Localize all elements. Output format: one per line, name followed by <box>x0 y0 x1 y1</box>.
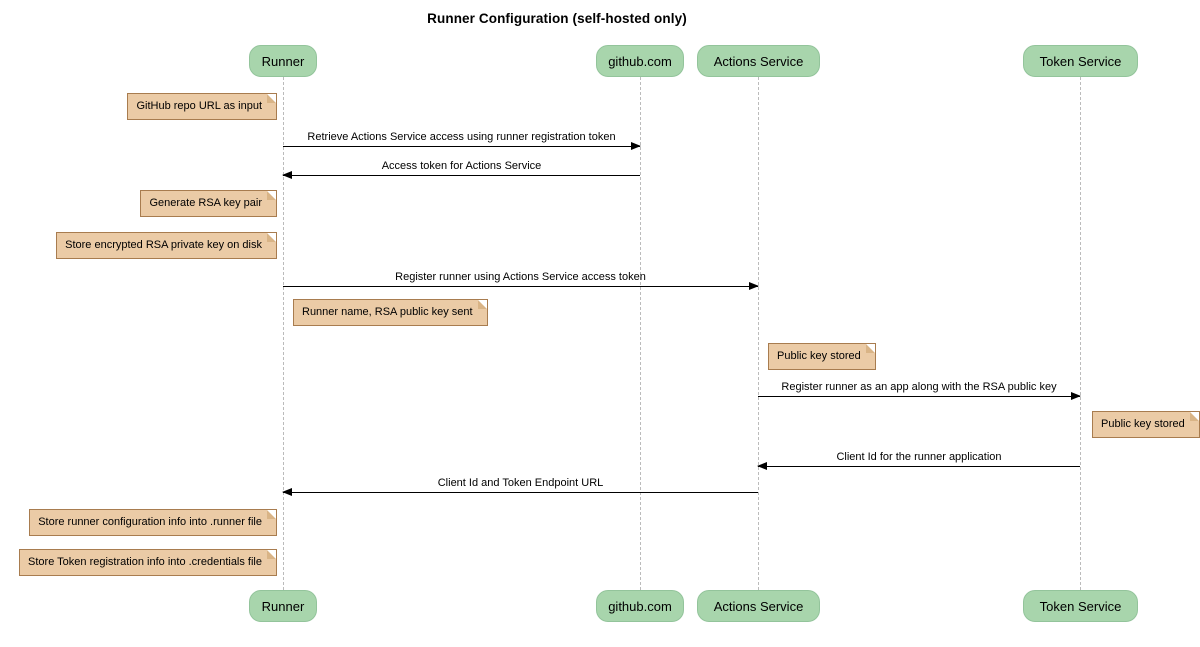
note-fold-icon <box>267 94 276 103</box>
participant-actions-service-top: Actions Service <box>697 45 820 77</box>
participant-token-service-bottom: Token Service <box>1023 590 1138 622</box>
lifeline-runner <box>283 77 284 590</box>
message-label: Register runner as an app along with the… <box>781 381 1057 393</box>
lifeline-github <box>640 77 641 590</box>
message-line <box>283 142 641 150</box>
arrowhead-right-icon <box>631 142 641 150</box>
arrowhead-left-icon <box>757 462 767 470</box>
note-text: GitHub repo URL as input <box>136 100 262 112</box>
lifeline-actions-service <box>758 77 759 590</box>
note-runner-name-sent: Runner name, RSA public key sent <box>293 299 488 326</box>
arrowhead-right-icon <box>1071 392 1081 400</box>
note-text: Store Token registration info into .cred… <box>28 556 262 568</box>
message-register-app: Register runner as an app along with the… <box>758 381 1081 400</box>
note-text: Runner name, RSA public key sent <box>302 306 473 318</box>
message-client-id-runner-app: Client Id for the runner application <box>757 451 1080 470</box>
message-line <box>282 171 640 179</box>
message-label: Client Id and Token Endpoint URL <box>437 477 604 489</box>
note-store-credentials-file: Store Token registration info into .cred… <box>19 549 277 576</box>
participant-github-top: github.com <box>596 45 684 77</box>
note-public-key-stored-actions: Public key stored <box>768 343 876 370</box>
message-register-runner: Register runner using Actions Service ac… <box>283 271 759 290</box>
message-line <box>282 488 758 496</box>
note-fold-icon <box>267 191 276 200</box>
note-text: Store runner configuration info into .ru… <box>38 516 262 528</box>
message-access-token: Access token for Actions Service <box>282 160 640 179</box>
arrowhead-right-icon <box>749 282 759 290</box>
note-fold-icon <box>1189 412 1199 421</box>
note-text: Generate RSA key pair <box>149 197 262 209</box>
participant-github-bottom: github.com <box>596 590 684 622</box>
note-fold-icon <box>865 344 875 353</box>
message-line <box>758 392 1081 400</box>
note-text: Store encrypted RSA private key on disk <box>65 239 262 251</box>
note-fold-icon <box>267 550 276 559</box>
note-fold-icon <box>477 300 487 309</box>
note-generate-rsa: Generate RSA key pair <box>140 190 277 217</box>
note-fold-icon <box>267 233 276 242</box>
arrowhead-left-icon <box>282 171 292 179</box>
note-store-private-key: Store encrypted RSA private key on disk <box>56 232 277 259</box>
message-line <box>757 462 1080 470</box>
message-label: Client Id for the runner application <box>836 451 1002 463</box>
note-text: Public key stored <box>777 350 861 362</box>
message-line <box>283 282 759 290</box>
diagram-title: Runner Configuration (self-hosted only) <box>427 11 687 26</box>
lifeline-token-service <box>1080 77 1081 590</box>
note-fold-icon <box>267 510 276 519</box>
message-label: Access token for Actions Service <box>381 160 542 172</box>
message-retrieve-actions-access: Retrieve Actions Service access using ru… <box>283 131 641 150</box>
message-label: Register runner using Actions Service ac… <box>395 271 646 283</box>
participant-actions-service-bottom: Actions Service <box>697 590 820 622</box>
message-label: Retrieve Actions Service access using ru… <box>307 131 616 143</box>
arrowhead-left-icon <box>282 488 292 496</box>
message-client-id-token-endpoint: Client Id and Token Endpoint URL <box>282 477 758 496</box>
note-text: Public key stored <box>1101 418 1185 430</box>
note-public-key-stored-token: Public key stored <box>1092 411 1200 438</box>
participant-runner-bottom: Runner <box>249 590 317 622</box>
participant-runner-top: Runner <box>249 45 317 77</box>
note-github-repo-url: GitHub repo URL as input <box>127 93 277 120</box>
participant-token-service-top: Token Service <box>1023 45 1138 77</box>
note-store-runner-file: Store runner configuration info into .ru… <box>29 509 277 536</box>
